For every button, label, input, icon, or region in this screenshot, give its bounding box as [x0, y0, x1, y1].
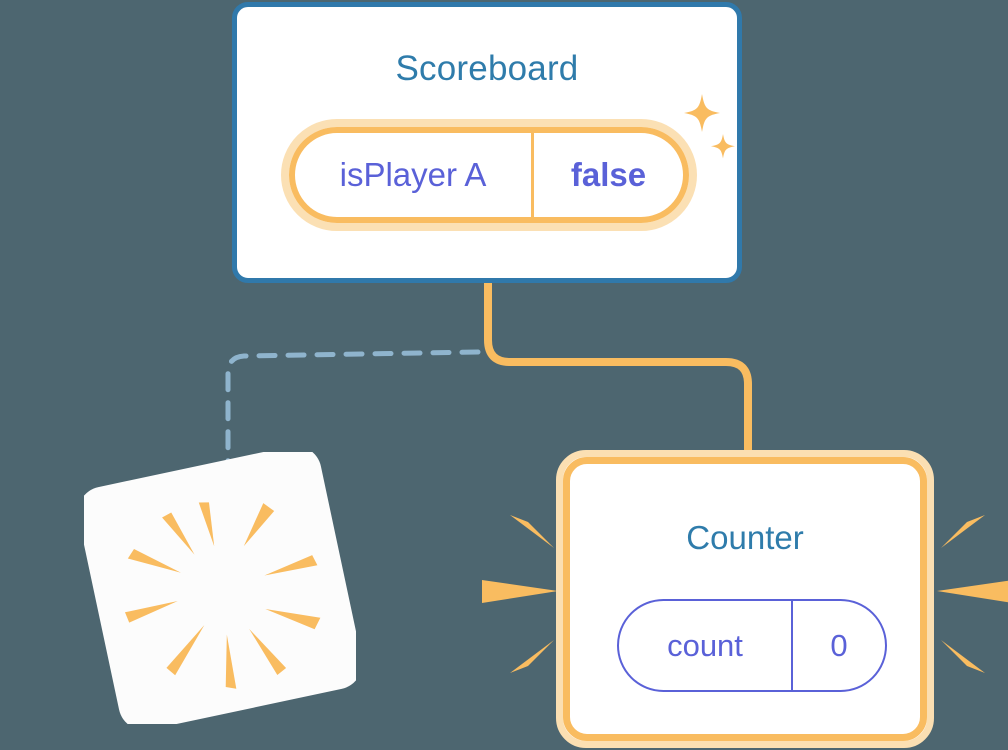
scoreboard-prop-pill-inner: isPlayer A false	[289, 127, 689, 223]
counter-rays-right	[937, 515, 1008, 673]
scoreboard-title: Scoreboard	[395, 49, 579, 88]
scoreboard-prop-value: false	[570, 156, 647, 193]
ray-icon	[941, 515, 985, 548]
ray-icon	[510, 515, 554, 548]
ray-icon	[937, 580, 1008, 603]
scoreboard-prop-key: isPlayer A	[339, 156, 487, 193]
placeholder-burst-rays	[124, 502, 321, 689]
counter-rays-left	[482, 515, 558, 673]
pill-divider	[791, 601, 793, 690]
placeholder-card-surface	[84, 452, 356, 724]
ray-icon	[941, 640, 985, 673]
counter-prop-key: count	[667, 627, 743, 663]
placeholder-card[interactable]	[84, 452, 356, 724]
counter-prop-value: 0	[830, 627, 848, 663]
counter-title: Counter	[686, 519, 804, 556]
counter-card-inner: Counter count 0	[563, 457, 927, 741]
connector-scoreboard-to-counter	[484, 283, 752, 455]
pill-divider	[531, 133, 534, 217]
ray-icon	[482, 580, 558, 603]
scoreboard-prop-pill[interactable]: isPlayer A false	[281, 119, 697, 231]
counter-prop-pill[interactable]: count 0	[617, 599, 887, 692]
connector-scoreboard-to-placeholder	[225, 349, 481, 469]
ray-icon	[510, 640, 554, 673]
scoreboard-card[interactable]: Scoreboard isPlayer A false	[232, 2, 742, 283]
counter-card[interactable]: Counter count 0	[556, 450, 934, 748]
